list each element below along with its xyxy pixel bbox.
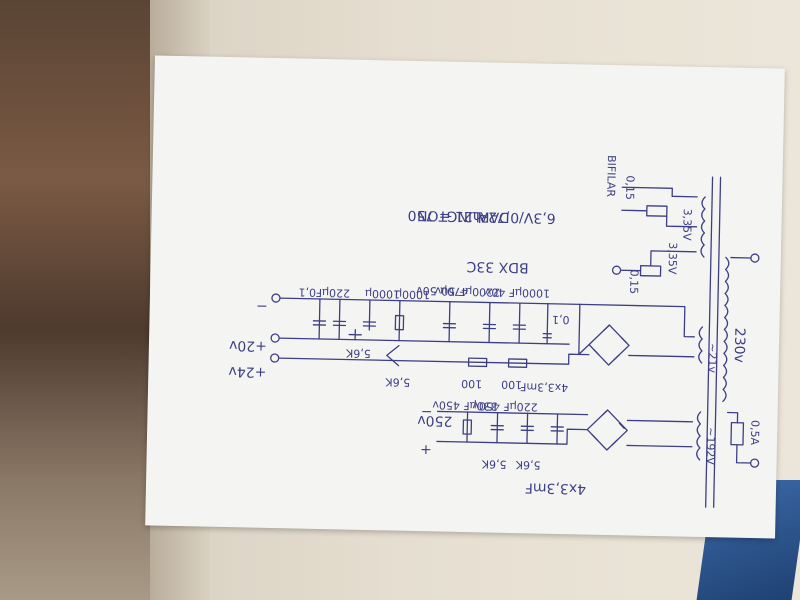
transformer — [696, 176, 760, 508]
label-heater: 6,3V/0,72A — [478, 208, 556, 226]
label-c-1000a: 1000µ — [395, 288, 430, 302]
label-c-220-450: 220µF 450v — [472, 399, 538, 413]
label-r-56k-c: 5,6K — [515, 458, 541, 472]
label-c-1000-40: 1000µF 40v — [484, 285, 550, 299]
hv-section — [436, 409, 694, 451]
label-hv-plus: + — [420, 441, 432, 457]
label-cap-bottom: 4x3,3mF — [525, 479, 586, 496]
label-ac-21v: ~21v — [705, 343, 719, 373]
label-out-minus: − — [256, 298, 268, 314]
label-ac-192v: ~192V — [704, 427, 718, 465]
label-bifilar: BIFILAR — [604, 155, 618, 198]
label-r-56k-a: 5,6K — [385, 375, 411, 389]
schematic-drawing: 230v 0,5A BIFILAR 3,35V 3,35V 0,15 0,15 … — [228, 155, 762, 508]
label-c-220: 220µF — [316, 286, 351, 300]
label-r-56k-b: 5,6K — [345, 347, 371, 361]
label-cap-main: 4x3,3mF — [520, 380, 568, 394]
label-secondary-b: 3,35V — [666, 242, 680, 275]
lv-filter-chain — [270, 293, 590, 368]
label-c-1000b: 1000µ — [365, 287, 400, 301]
label-cap-01: 0,1 — [552, 313, 570, 326]
label-r-100a: 100 — [501, 378, 522, 391]
label-c-2200-50: 2200µF 50v — [434, 284, 500, 298]
label-mains-voltage: 230v — [731, 328, 748, 363]
bridge-21v — [578, 303, 695, 366]
label-mains-fuse: 0,5A — [748, 420, 762, 446]
label-c-330-450: 330µF 450v — [432, 398, 498, 412]
label-darlington: DARLINGTON — [417, 207, 510, 225]
label-out-20v: +20v — [229, 337, 267, 354]
label-transistor: BDX 33C — [466, 258, 529, 275]
label-hv-250v: 250v — [417, 412, 452, 429]
label-hv-minus: − — [421, 403, 433, 419]
heater-windings — [611, 186, 698, 277]
label-c-01: 0,1 — [298, 286, 316, 299]
label-secondary-a: 3,35V — [680, 209, 694, 242]
label-resistor-a: 0,15 — [623, 175, 637, 200]
label-out-24v: +24v — [228, 363, 266, 380]
label-r-56k-d: 5,6K — [481, 457, 507, 471]
label-c-470-50: 470µ 50v — [416, 284, 469, 298]
label-r-100b: 100 — [461, 377, 482, 390]
paper-sheet: 230v 0,5A BIFILAR 3,35V 3,35V 0,15 0,15 … — [145, 55, 785, 539]
label-hfe: h21 = 750 — [407, 207, 481, 225]
label-resistor-b: 0,15 — [627, 269, 641, 294]
